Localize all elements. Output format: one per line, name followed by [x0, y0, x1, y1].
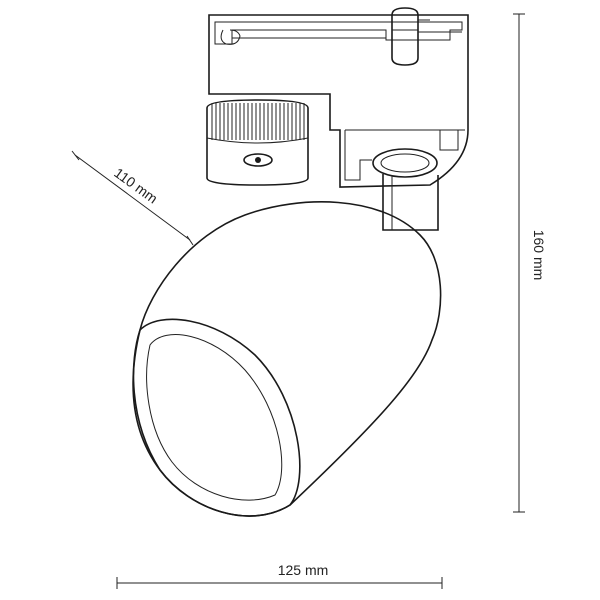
track-adapter: [208, 7, 469, 188]
dimension-width: 125 mm: [116, 562, 443, 589]
width-label: 125 mm: [278, 562, 329, 578]
swivel-joint: [372, 148, 439, 231]
dimension-depth: 110 mm: [71, 150, 194, 246]
spotlight-cylinder: [132, 201, 442, 517]
knurled-knob: [206, 99, 309, 186]
dimension-height: 160 mm: [513, 13, 547, 513]
height-label: 160 mm: [531, 230, 547, 281]
